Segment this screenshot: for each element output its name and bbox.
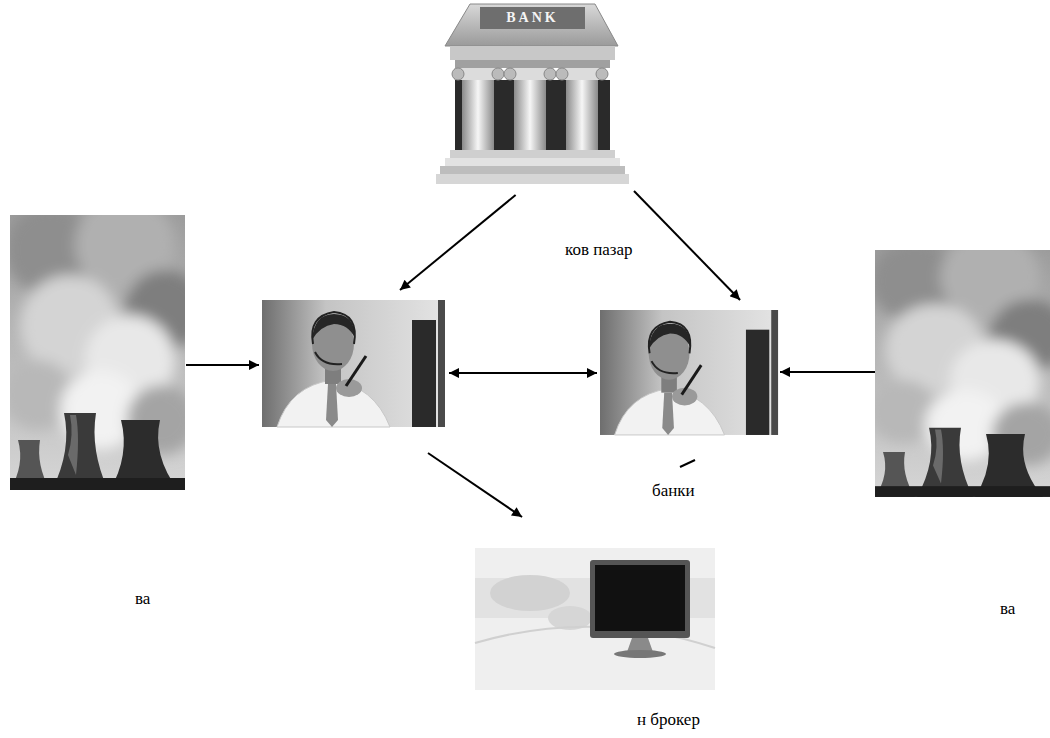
- illustration-circle: [556, 68, 568, 80]
- illustration-rect: [445, 158, 620, 166]
- flow-arrow: [634, 191, 740, 300]
- illustration-rect: [455, 60, 610, 68]
- bank-building: [436, 4, 629, 184]
- trader-node: [262, 300, 445, 427]
- illustration-rect: [590, 560, 690, 638]
- illustration-rect: [436, 174, 629, 184]
- market-label: ков пазар: [565, 241, 633, 260]
- illustration-use: [868, 232, 1050, 497]
- illustration-circle: [544, 68, 556, 80]
- flow-arrow: [780, 371, 875, 373]
- illustration-circle: [504, 68, 516, 80]
- illustration-rect: [475, 548, 715, 690]
- illustration-rect: [450, 46, 615, 60]
- flow-arrow: [449, 372, 597, 374]
- power-plant-photo: [3, 195, 205, 490]
- plant-node: ва: [10, 215, 185, 490]
- illustration-circle: [492, 68, 504, 80]
- broker-terminal: [475, 548, 715, 690]
- illustration-ellipse: [490, 575, 570, 611]
- illustration-use: [600, 310, 778, 435]
- bank-node: BANK: [440, 0, 640, 188]
- illustration-path: [627, 638, 653, 652]
- illustration-circle: [596, 68, 608, 80]
- plant-caption: ва: [135, 590, 150, 609]
- illustration-polygon: [445, 4, 618, 46]
- illustration-rect: [440, 166, 625, 174]
- plant-caption: ва: [1000, 600, 1015, 619]
- trader-node: банки: [600, 310, 778, 435]
- flow-arrow: [428, 453, 522, 517]
- illustration-rect: [450, 150, 615, 158]
- trader-photo: [262, 300, 445, 427]
- plant-node: ва: [875, 250, 1050, 497]
- illustration-rect: [455, 80, 610, 150]
- bank-sign: BANK: [480, 7, 585, 29]
- flow-arrow: [400, 195, 516, 290]
- broker-node: н брокер: [475, 548, 715, 690]
- illustration-ellipse: [614, 650, 666, 658]
- illustration-rect: [566, 80, 598, 150]
- illustration-rect: [514, 80, 546, 150]
- trader-photo: [600, 310, 778, 435]
- broker-caption: н брокер: [637, 711, 700, 730]
- illustration-circle: [452, 68, 464, 80]
- power-plant-photo: [868, 232, 1050, 497]
- line-fragment: [680, 460, 695, 467]
- flow-arrow: [186, 364, 259, 366]
- illustration-rect: [462, 80, 494, 150]
- illustration-rect: [595, 565, 685, 631]
- trader-caption: банки: [652, 482, 695, 501]
